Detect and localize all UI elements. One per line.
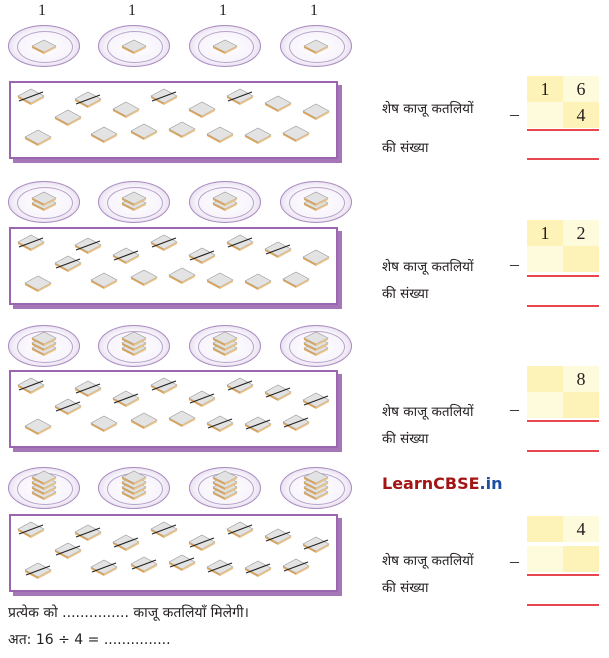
grid-cell: 1 [527,220,563,246]
logo-part-cbse: CBSE [433,474,480,493]
remaining-label-2: की संख्या [382,140,429,156]
cashew-sweet-stack-icon [31,191,57,211]
grid-cell [563,392,599,418]
cashew-sweet-stack-icon [303,331,329,356]
grid-cell [527,392,563,418]
answer-line [527,604,599,606]
cashew-sweet-stack-icon [303,470,329,500]
cashew-sweet-stack-icon [212,470,238,500]
cashew-sweet-stack-icon [121,331,147,356]
plate-count-2: 1 [128,2,136,19]
grid-cell: 6 [563,76,599,102]
plate-count-4: 1 [310,2,318,19]
plate [280,325,352,367]
answer-line [527,305,599,307]
plate [98,325,170,367]
answer-line [527,158,599,160]
grid-cell [527,546,563,572]
grid-cell [563,246,599,272]
grid-cell: 8 [563,366,599,392]
plate [280,467,352,509]
minus-sign: – [510,399,519,419]
remaining-label-2: की संख्या [382,580,429,596]
learncbse-logo: LearnCBSE.in [382,474,502,493]
logo-part-in: .in [479,474,503,493]
plate [8,25,80,67]
cashew-sweet-icon [303,39,329,54]
plate [98,467,170,509]
division-equation: अत: 16 ÷ 4 = ............... [8,632,171,648]
cashew-sweet-icon [121,39,147,54]
cashew-sweets-group-icon [11,516,336,590]
grid-cell [527,366,563,392]
cashew-sweet-stack-icon [212,191,238,211]
minus-sign: – [510,254,519,274]
cashew-sweets-group-icon [11,229,330,293]
cashew-sweet-icon [31,39,57,54]
grid-cell [563,546,599,572]
cashew-sweet-stack-icon [31,470,57,500]
minus-sign: – [510,551,519,571]
grid-cell: 4 [563,516,599,542]
plate [189,181,261,223]
plate-count-3: 1 [219,2,227,19]
cashew-sweets-group-icon [11,372,336,436]
plate [98,25,170,67]
remaining-label-2: की संख्या [382,431,429,447]
remaining-label: शेष काजू कतलियों [382,553,474,569]
remaining-label: शेष काजू कतलियों [382,101,474,117]
cashew-sweet-stack-icon [31,331,57,356]
plate [8,467,80,509]
logo-part-learn: Learn [382,474,434,493]
plate [8,325,80,367]
sweets-box [9,227,338,305]
remaining-label: शेष काजू कतलियों [382,404,474,420]
sweets-box [9,81,338,159]
grid-cell [527,102,563,128]
minus-sign: – [510,104,519,124]
grid-cell [527,516,563,542]
plate-count-1: 1 [38,2,46,19]
cashew-sweet-stack-icon [121,470,147,500]
cashew-sweets-group-icon [11,83,330,147]
plate [189,325,261,367]
plate [280,25,352,67]
answer-line [527,574,599,576]
plate [189,25,261,67]
sweets-box [9,514,338,592]
answer-line [527,420,599,422]
cashew-sweet-icon [212,39,238,54]
remaining-label-2: की संख्या [382,286,429,302]
grid-cell: 1 [527,76,563,102]
plate [189,467,261,509]
sweets-box [9,370,338,448]
plate [8,181,80,223]
answer-line [527,275,599,277]
grid-cell: 2 [563,220,599,246]
plate [98,181,170,223]
cashew-sweet-stack-icon [303,191,329,211]
remaining-label: शेष काजू कतलियों [382,259,474,275]
answer-line [527,129,599,131]
grid-cell [527,246,563,272]
cashew-sweet-stack-icon [121,191,147,211]
cashew-sweet-stack-icon [212,331,238,356]
answer-sentence: प्रत्येक को ............... काजू कतलियाँ… [8,605,249,621]
plate [280,181,352,223]
grid-cell: 4 [563,102,599,128]
answer-line [527,450,599,452]
